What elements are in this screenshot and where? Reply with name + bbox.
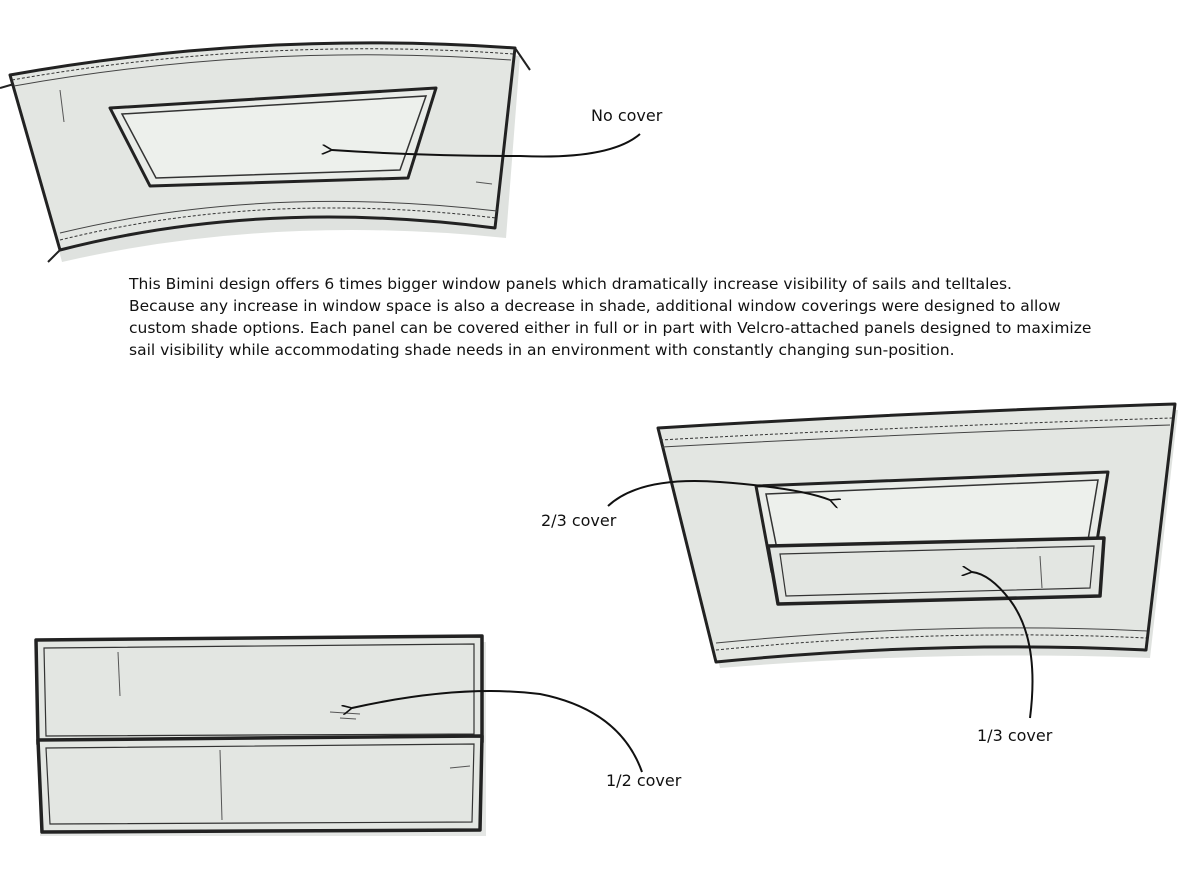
design-description: This Bimini design offers 6 times bigger… [129, 273, 1189, 361]
description-line: custom shade options. Each panel can be … [129, 319, 1092, 337]
arrow-one-third-cover [972, 572, 1034, 719]
arrow-no-cover [332, 133, 641, 158]
description-line: This Bimini design offers 6 times bigger… [129, 275, 1012, 293]
panel-partial-cover [656, 402, 1178, 668]
description-line: sail visibility while accommodating shad… [129, 341, 955, 359]
label-no-cover: No cover [591, 106, 663, 125]
description-line: Because any increase in window space is … [129, 297, 1061, 315]
arrow-two-thirds-cover [607, 480, 830, 506]
arrow-half-cover [352, 690, 643, 773]
label-one-third-cover: 1/3 cover [977, 726, 1053, 745]
label-two-thirds-cover: 2/3 cover [541, 511, 617, 530]
label-half-cover: 1/2 cover [606, 771, 682, 790]
panel-half-cover [34, 634, 486, 836]
panel-no-cover [0, 41, 531, 263]
